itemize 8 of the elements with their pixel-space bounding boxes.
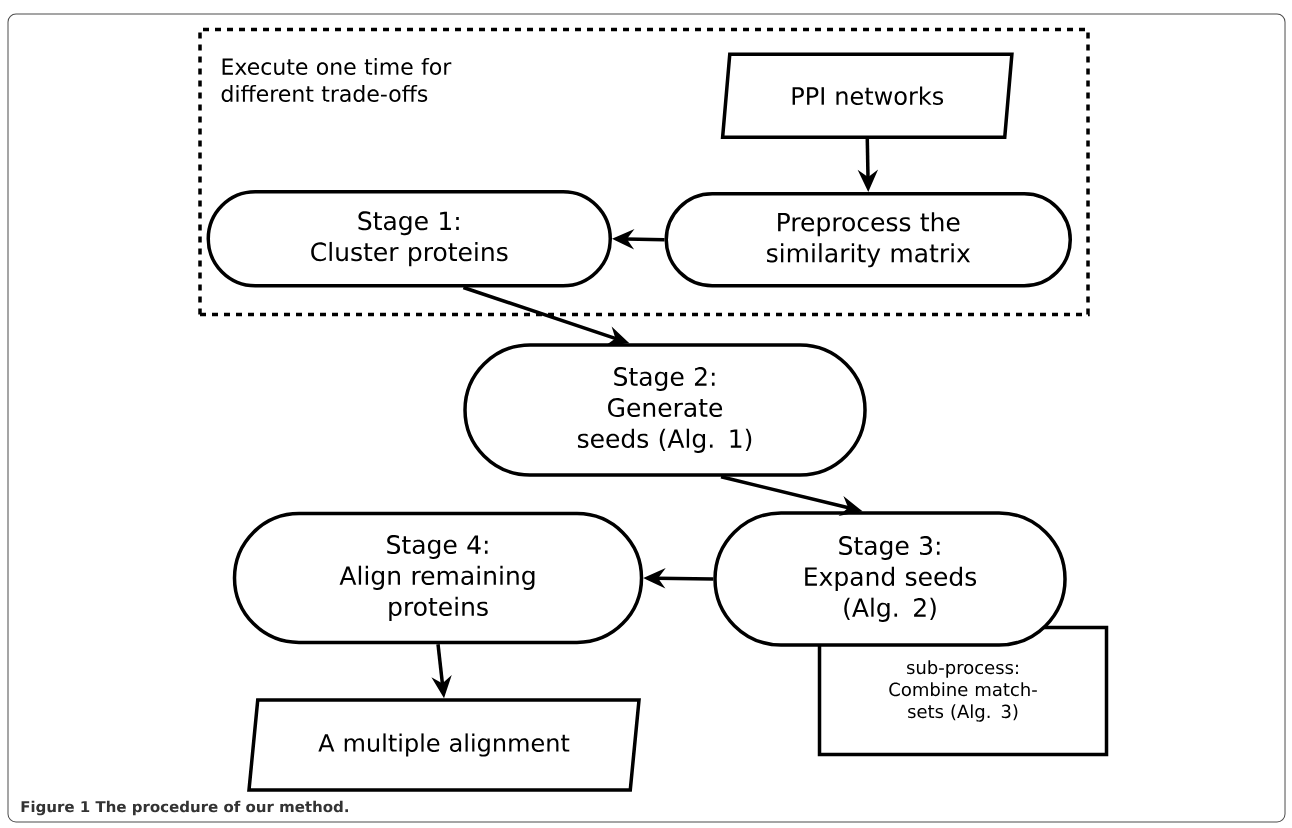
process-box: Stage 2: Generate seeds (Alg. 1): [463, 343, 867, 477]
figure-caption: Figure 1 The procedure of our method.: [21, 800, 348, 816]
output-parallelogram: A multiple alignment: [247, 698, 641, 792]
input-parallelogram: PPI networks: [720, 52, 1014, 139]
process-box: Stage 4: Align remaining proteins: [232, 511, 644, 645]
process-box: Preprocess the similarity matrix: [664, 192, 1072, 288]
process-box: Stage 3: Expand seeds (Alg. 2): [713, 511, 1067, 647]
process-box: Stage 1: Cluster proteins: [206, 190, 612, 288]
